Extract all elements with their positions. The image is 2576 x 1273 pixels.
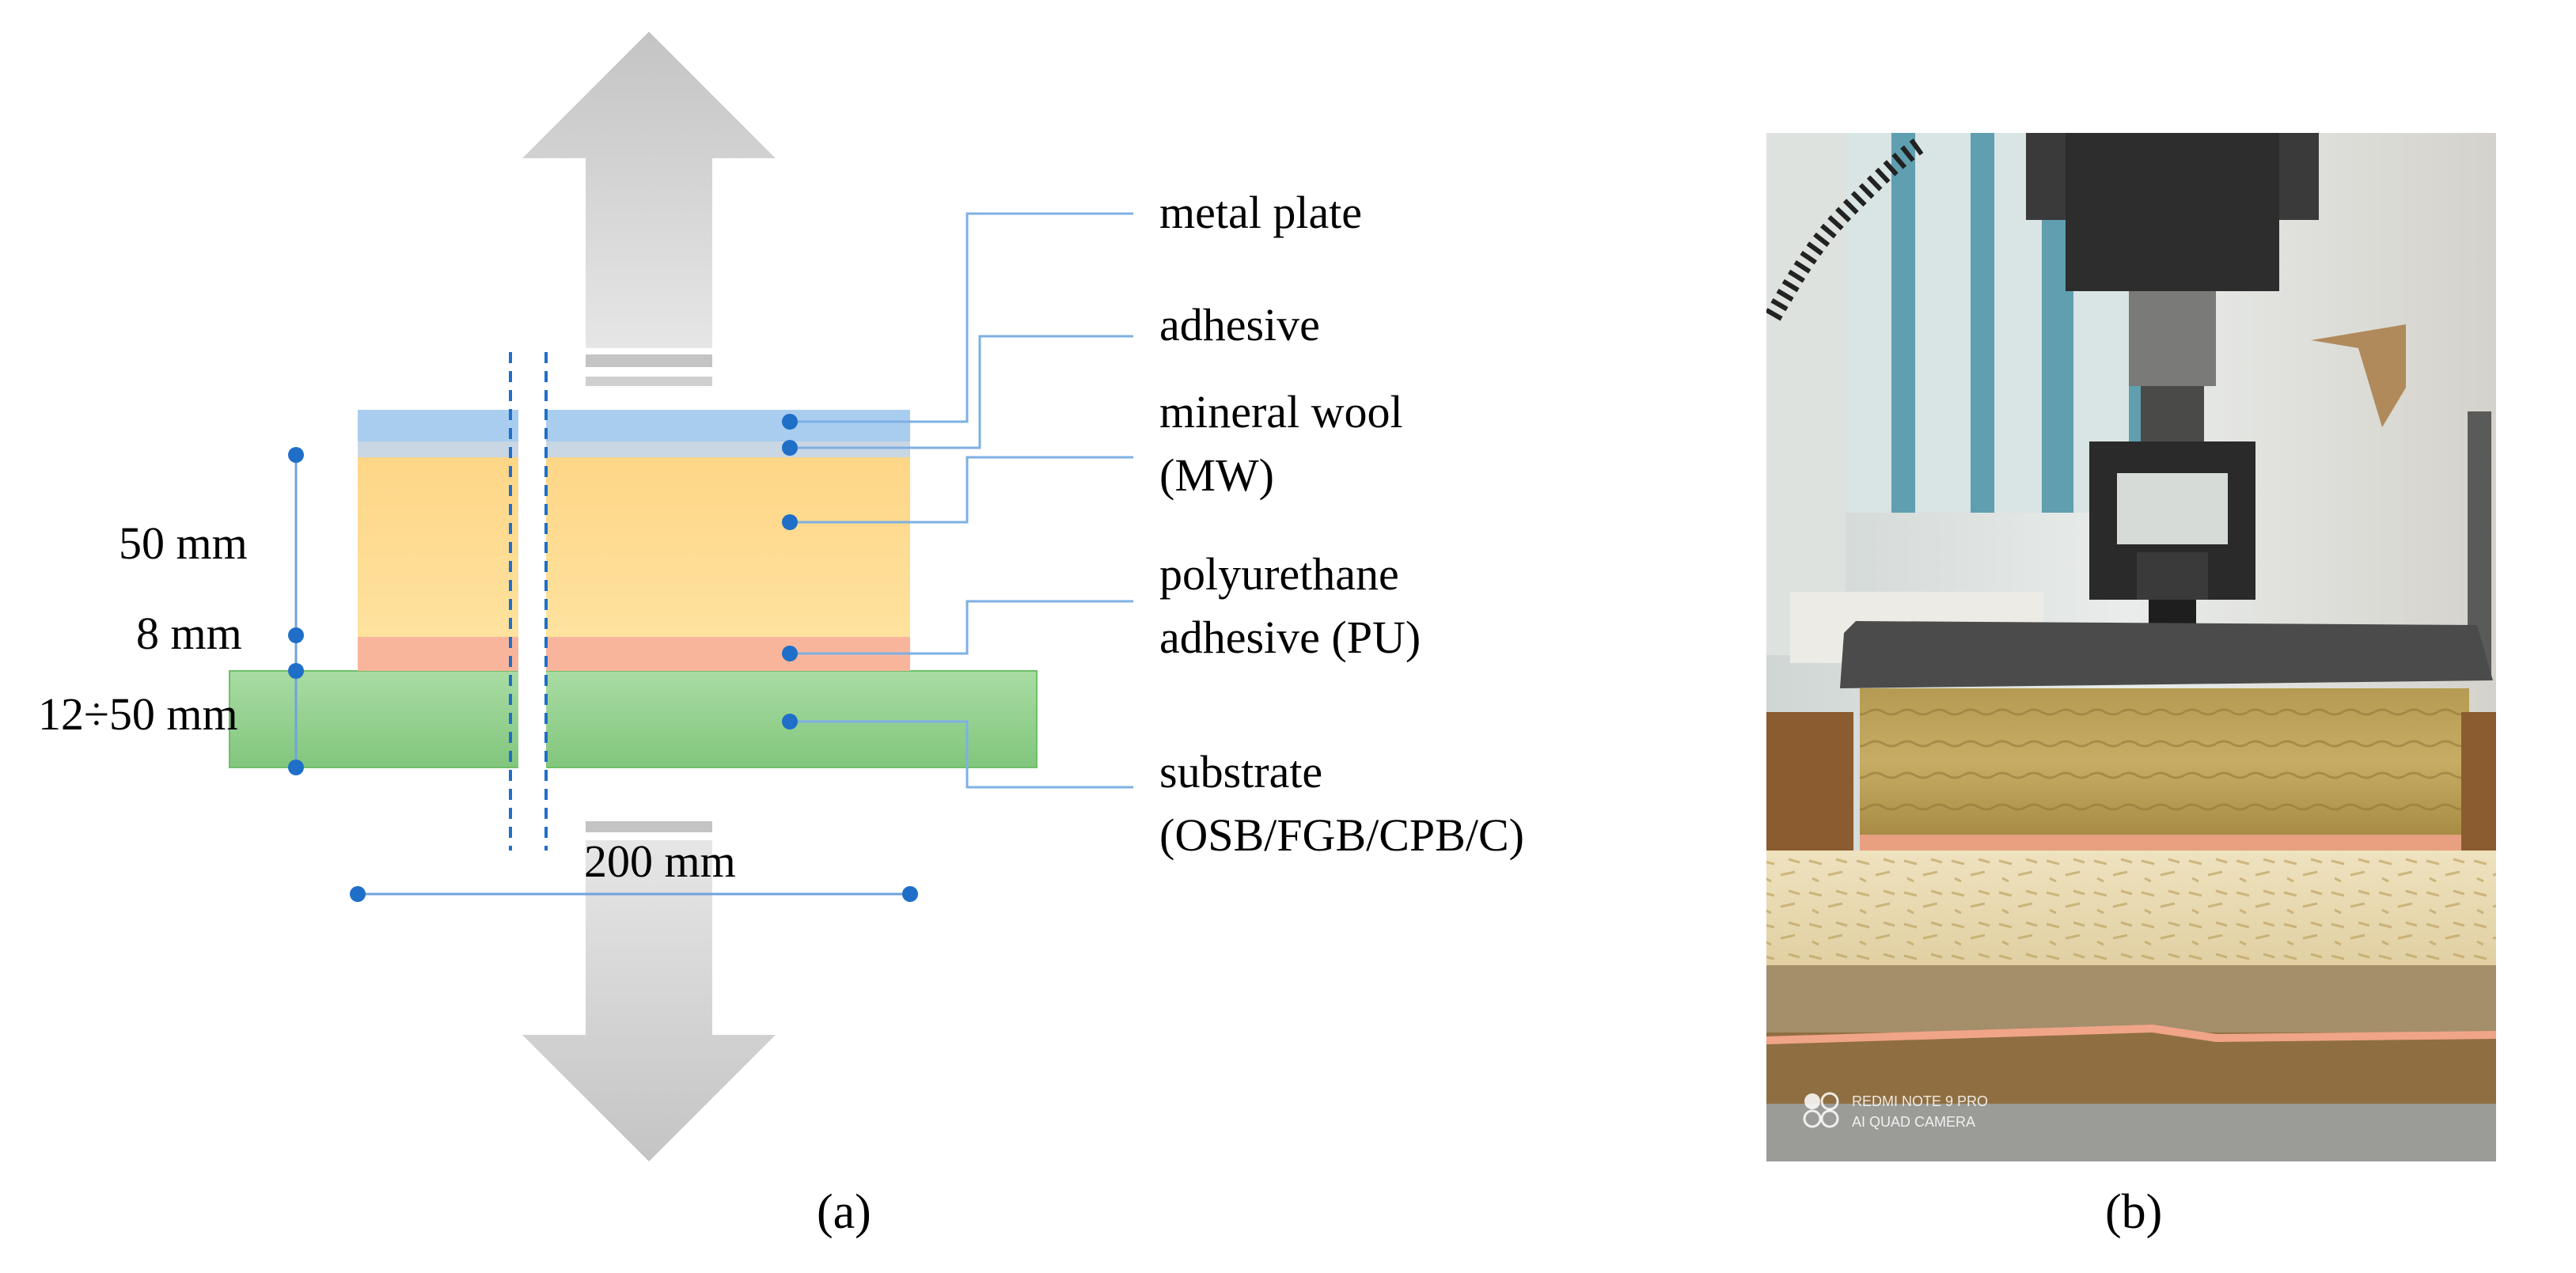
adhesive-layer (358, 441, 910, 457)
width-dot-right (902, 886, 918, 902)
dot-adhesive (782, 440, 798, 456)
watermark-model: REDMI NOTE 9 PRO (1852, 1093, 1988, 1109)
tension-arrow-down-icon (522, 821, 776, 1161)
label-substrate-types: (OSB/FGB/CPB/C) (1159, 809, 1524, 861)
dot-pu-adhesive (782, 646, 798, 661)
leader-adhesive (790, 335, 1133, 449)
dim-label-substrate: 12÷50 mm (38, 688, 238, 740)
dot-substrate (782, 714, 798, 729)
label-substrate: substrate (1159, 746, 1322, 798)
dot-metal-plate (782, 414, 798, 430)
watermark-camera: AI QUAD CAMERA (1852, 1114, 1975, 1130)
metal-plate-layer (358, 410, 910, 441)
caption-a: (a) (817, 1185, 871, 1239)
dim-label-mw: 50 mm (119, 517, 248, 569)
leader-substrate (790, 720, 1133, 789)
dim-dot-top (288, 447, 304, 463)
label-adhesive: adhesive (1159, 299, 1320, 350)
panel-a-diagram: metal plate adhesive mineral wool (MW) p… (38, 32, 1524, 1239)
rod-gap (518, 348, 546, 870)
panel-b-photo: REDMI NOTE 9 PRO AI QUAD CAMERA (b) (1766, 133, 2496, 1239)
tension-arrow-up-icon (522, 32, 776, 386)
mineral-wool-layer (358, 457, 910, 637)
label-pu-adhesive: adhesive (PU) (1159, 612, 1421, 663)
label-polyurethane: polyurethane (1159, 548, 1399, 600)
camera-watermark-icon (1804, 1093, 1820, 1109)
label-metal-plate: metal plate (1159, 187, 1362, 238)
dim-dot-pu-bottom (288, 663, 304, 679)
leader-mineral-wool (790, 456, 1133, 524)
substrate-layer (229, 670, 1038, 768)
label-mineral-wool: mineral wool (1159, 386, 1403, 438)
width-dot-left (350, 886, 366, 902)
dim-dot-wool-bottom (288, 627, 304, 643)
leader-metal-plate (790, 212, 1133, 423)
label-mineral-wool-abbr: (MW) (1159, 449, 1274, 501)
dim-label-width: 200 mm (584, 835, 736, 887)
caption-b: (b) (2105, 1185, 2162, 1239)
dim-label-pu: 8 mm (136, 608, 242, 659)
dot-mineral-wool (782, 514, 798, 530)
dim-dot-substrate-bottom (288, 760, 304, 775)
leader-pu-adhesive (790, 600, 1133, 655)
